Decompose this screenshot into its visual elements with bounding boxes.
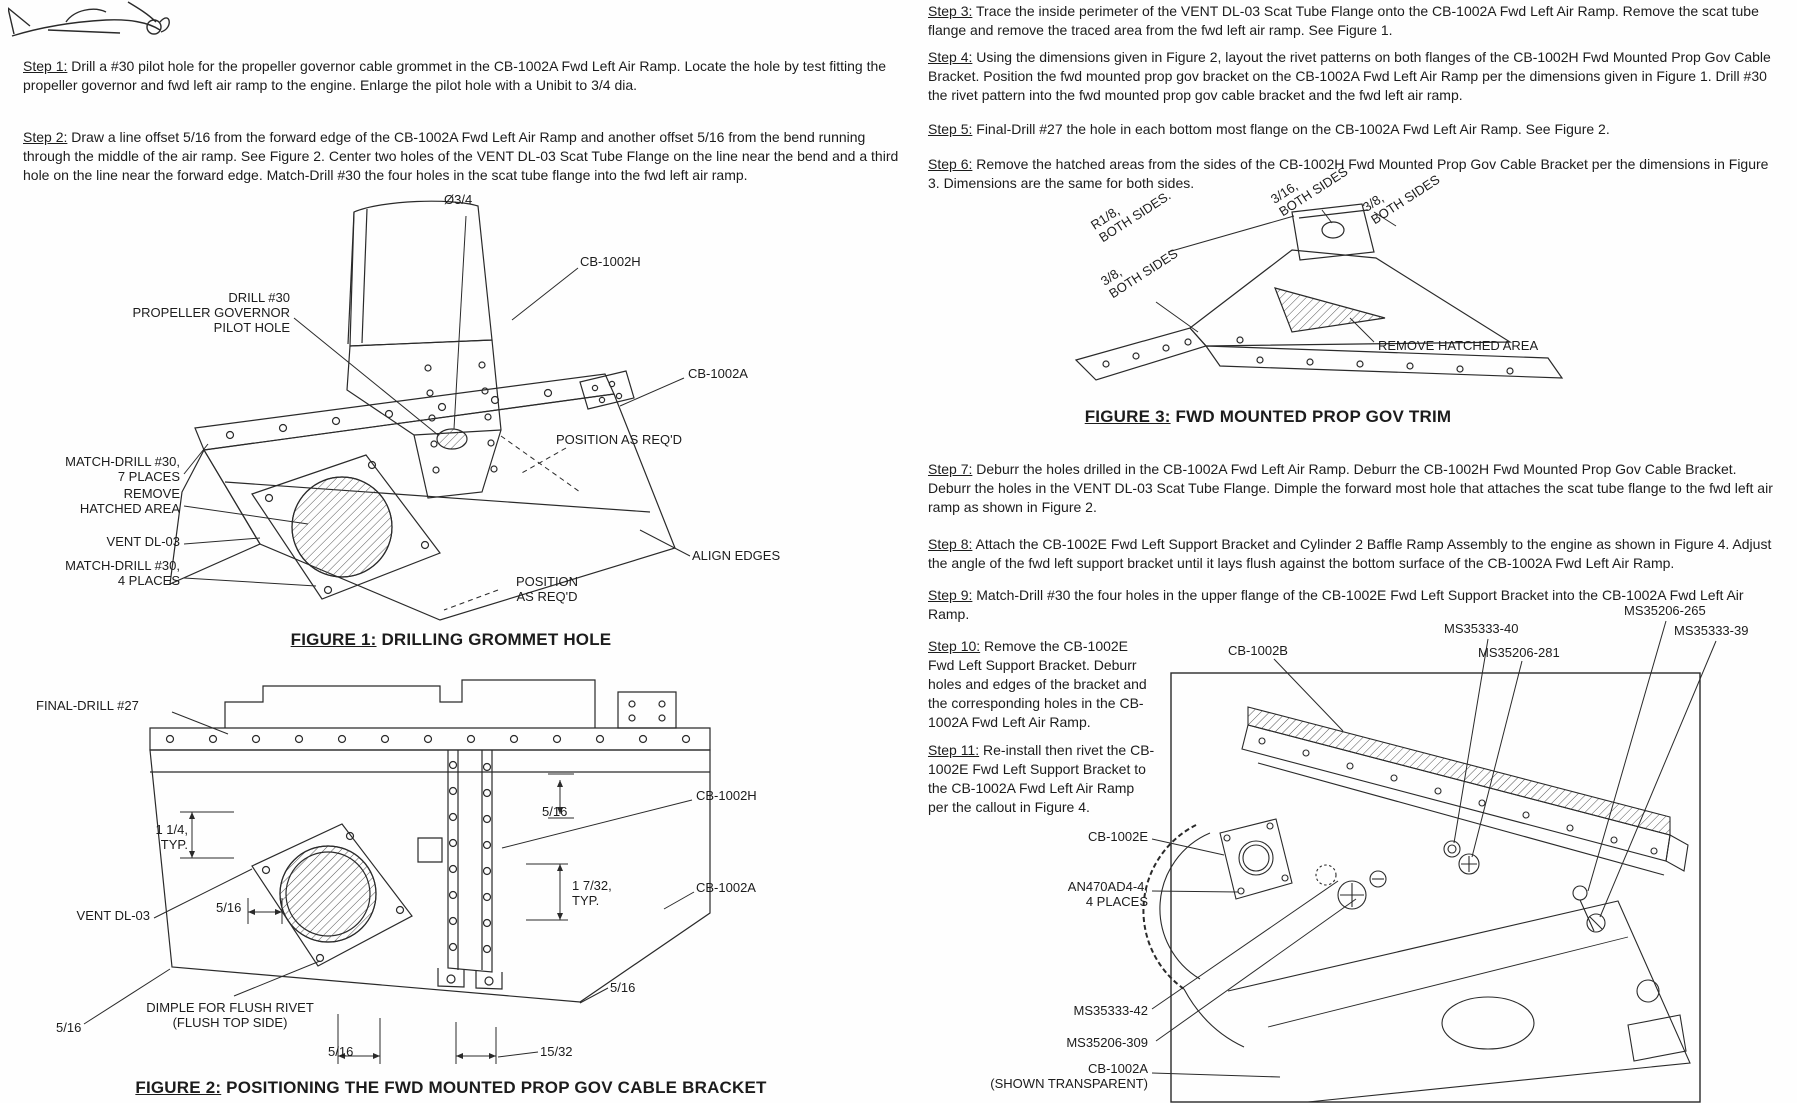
fig2-part-outlines [149, 679, 711, 1003]
step-6-text: Remove the hatched areas from the sides … [928, 156, 1769, 191]
step-10-number: Step 10: [928, 638, 981, 654]
step-6: Step 6: Remove the hatched areas from th… [928, 155, 1780, 193]
callout-align-edges: ALIGN EDGES [692, 548, 781, 563]
figure-4-drawing [1142, 620, 1717, 1103]
step-1: Step 1: Drill a #30 pilot hole for the p… [23, 57, 899, 95]
step-10: Step 10: Remove the CB-1002E Fwd Left Su… [928, 637, 1156, 732]
callout-match-drill-7-places: MATCH-DRILL #30, 7 PLACES [65, 454, 180, 484]
callout-match-drill-4-places: MATCH-DRILL #30, 4 PLACES [65, 558, 180, 588]
callout-drill-30-pilot-hole: DRILL #30 PROPELLER GOVERNOR PILOT HOLE [132, 290, 291, 335]
callout-dimple-flush-rivet: DIMPLE FOR FLUSH RIVET (FLUSH TOP SIDE) [146, 1000, 314, 1030]
step-3-number: Step 3: [928, 3, 973, 19]
figure-1-caption-title: DRILLING GROMMET HOLE [376, 630, 612, 649]
figure-3-drawing [1074, 203, 1564, 381]
figure-3-caption: FIGURE 3: FWD MOUNTED PROP GOV TRIM [928, 407, 1608, 427]
step-11-text: Re-install then rivet the CB-1002E Fwd L… [928, 742, 1155, 815]
step-2-number: Step 2: [23, 129, 68, 145]
callout-dim-5-16-mid: 5/16 [216, 900, 242, 915]
step-5: Step 5: Final-Drill #27 the hole in each… [928, 120, 1780, 139]
step-1-text: Drill a #30 pilot hole for the propeller… [23, 58, 887, 93]
step-5-text: Final-Drill #27 the hole in each bottom … [976, 121, 1610, 137]
callout-dim-5-16-left: 5/16 [56, 1020, 82, 1035]
step-11-number: Step 11: [928, 742, 980, 758]
figure-1: Ø3/4 CB-1002H DRILL #30 PROPELLER GOVERN… [20, 192, 850, 632]
callout-ms35333-42: MS35333-42 [1073, 1003, 1148, 1018]
step-7: Step 7: Deburr the holes drilled in the … [928, 460, 1780, 517]
figure-2-drawing [83, 679, 711, 1064]
callout-position-as-reqd-lower: POSITION AS REQ'D [515, 574, 579, 604]
callout-position-as-reqd-upper: POSITION AS REQ'D [556, 432, 683, 447]
figure-2-caption: FIGURE 2: POSITIONING THE FWD MOUNTED PR… [23, 1078, 879, 1098]
figure-4-border [1170, 672, 1701, 1103]
figure-2-caption-label: FIGURE 2: [135, 1078, 222, 1097]
callout-dim-5-16-right: 5/16 [610, 980, 636, 995]
callout-vent-dl-03: VENT DL-03 [76, 908, 150, 923]
callout-cb-1002a: CB-1002A [688, 366, 748, 381]
step-2-text: Draw a line offset 5/16 from the forward… [23, 129, 899, 183]
callout-cb-1002h: CB-1002H [580, 254, 641, 269]
fig3-leader-lines [1155, 209, 1397, 343]
callout-dim-1-7-32-typ: 1 7/32, TYP. [572, 878, 612, 908]
figure-1-caption-label: FIGURE 1: [290, 630, 377, 649]
figure-2: FINAL-DRILL #27 CB-1002H 5/16 1 1/4, TYP… [20, 670, 850, 1075]
step-2: Step 2: Draw a line offset 5/16 from the… [23, 128, 899, 185]
callout-ms35206-309: MS35206-309 [1066, 1035, 1148, 1050]
step-5-number: Step 5: [928, 121, 973, 137]
callout-ms35206-281: MS35206-281 [1478, 645, 1560, 660]
callout-ms35333-40: MS35333-40 [1444, 621, 1519, 636]
step-3: Step 3: Trace the inside perimeter of th… [928, 2, 1780, 40]
callout-cb-1002h: CB-1002H [696, 788, 757, 803]
callout-remove-hatched-area: REMOVE HATCHED AREA [79, 486, 180, 516]
callout-cb-1002b: CB-1002B [1228, 643, 1288, 658]
logo-strokes [8, 1, 170, 37]
step-7-number: Step 7: [928, 461, 973, 477]
step-8-number: Step 8: [928, 536, 973, 552]
step-1-number: Step 1: [23, 58, 68, 74]
fig3-part-outlines [1074, 203, 1564, 381]
fig4-leader-lines [1151, 620, 1717, 1078]
figure-1-caption: FIGURE 1: DRILLING GROMMET HOLE [23, 630, 879, 650]
fig1-leader-lines [183, 215, 691, 611]
step-9-number: Step 9: [928, 587, 973, 603]
aircraft-logo-sketch [8, 1, 170, 37]
fig1-part-outlines [169, 200, 676, 621]
callout-dim-5-16-bottom: 5/16 [328, 1044, 354, 1059]
step-3-text: Trace the inside perimeter of the VENT D… [928, 3, 1759, 38]
step-4-text: Using the dimensions given in Figure 2, … [928, 49, 1771, 103]
figure-3: R1/8, BOTH SIDES. 3/16, BOTH SIDES 3/8, … [1040, 164, 1640, 402]
figure-2-caption-title: POSITIONING THE FWD MOUNTED PROP GOV CAB… [221, 1078, 767, 1097]
callout-dia-3-4: Ø3/4 [444, 192, 473, 207]
figure-4: MS35206-265 MS35333-40 MS35333-39 MS3520… [928, 595, 1797, 1103]
step-11: Step 11: Re-install then rivet the CB-10… [928, 741, 1156, 817]
callout-ms35206-265: MS35206-265 [1624, 603, 1706, 618]
callout-vent-dl-03: VENT DL-03 [106, 534, 180, 549]
callout-dim-5-16-top: 5/16 [542, 804, 568, 819]
step-9-text: Match-Drill #30 the four holes in the up… [928, 587, 1744, 622]
fig4-part-outlines [1142, 706, 1691, 1103]
callout-cb-1002e: CB-1002E [1088, 829, 1148, 844]
callout-final-drill-27: FINAL-DRILL #27 [36, 698, 139, 713]
callout-cb-1002a-transparent: CB-1002A (SHOWN TRANSPARENT) [990, 1061, 1148, 1091]
step-8: Step 8: Attach the CB-1002E Fwd Left Sup… [928, 535, 1780, 573]
callout-dim-1-1-4-typ: 1 1/4, TYP. [155, 822, 188, 852]
fig2-dims-and-leaders [83, 711, 695, 1064]
figure-1-drawing [169, 200, 691, 621]
step-7-text: Deburr the holes drilled in the CB-1002A… [928, 461, 1773, 515]
callout-cb-1002a: CB-1002A [696, 880, 756, 895]
step-9: Step 9: Match-Drill #30 the four holes i… [928, 586, 1780, 624]
callout-ms35333-39: MS35333-39 [1674, 623, 1749, 638]
step-4: Step 4: Using the dimensions given in Fi… [928, 48, 1780, 105]
figure-3-caption-label: FIGURE 3: [1084, 407, 1171, 426]
callout-dim-15-32: 15/32 [540, 1044, 573, 1059]
step-10-text: Remove the CB-1002E Fwd Left Support Bra… [928, 638, 1147, 730]
step-4-number: Step 4: [928, 49, 973, 65]
callout-remove-hatched-area: REMOVE HATCHED AREA [1378, 338, 1539, 353]
step-8-text: Attach the CB-1002E Fwd Left Support Bra… [928, 536, 1772, 571]
callout-an470ad4-4-4-places: AN470AD4-4, 4 PLACES [1067, 879, 1148, 909]
figure-3-caption-title: FWD MOUNTED PROP GOV TRIM [1170, 407, 1452, 426]
step-6-number: Step 6: [928, 156, 973, 172]
